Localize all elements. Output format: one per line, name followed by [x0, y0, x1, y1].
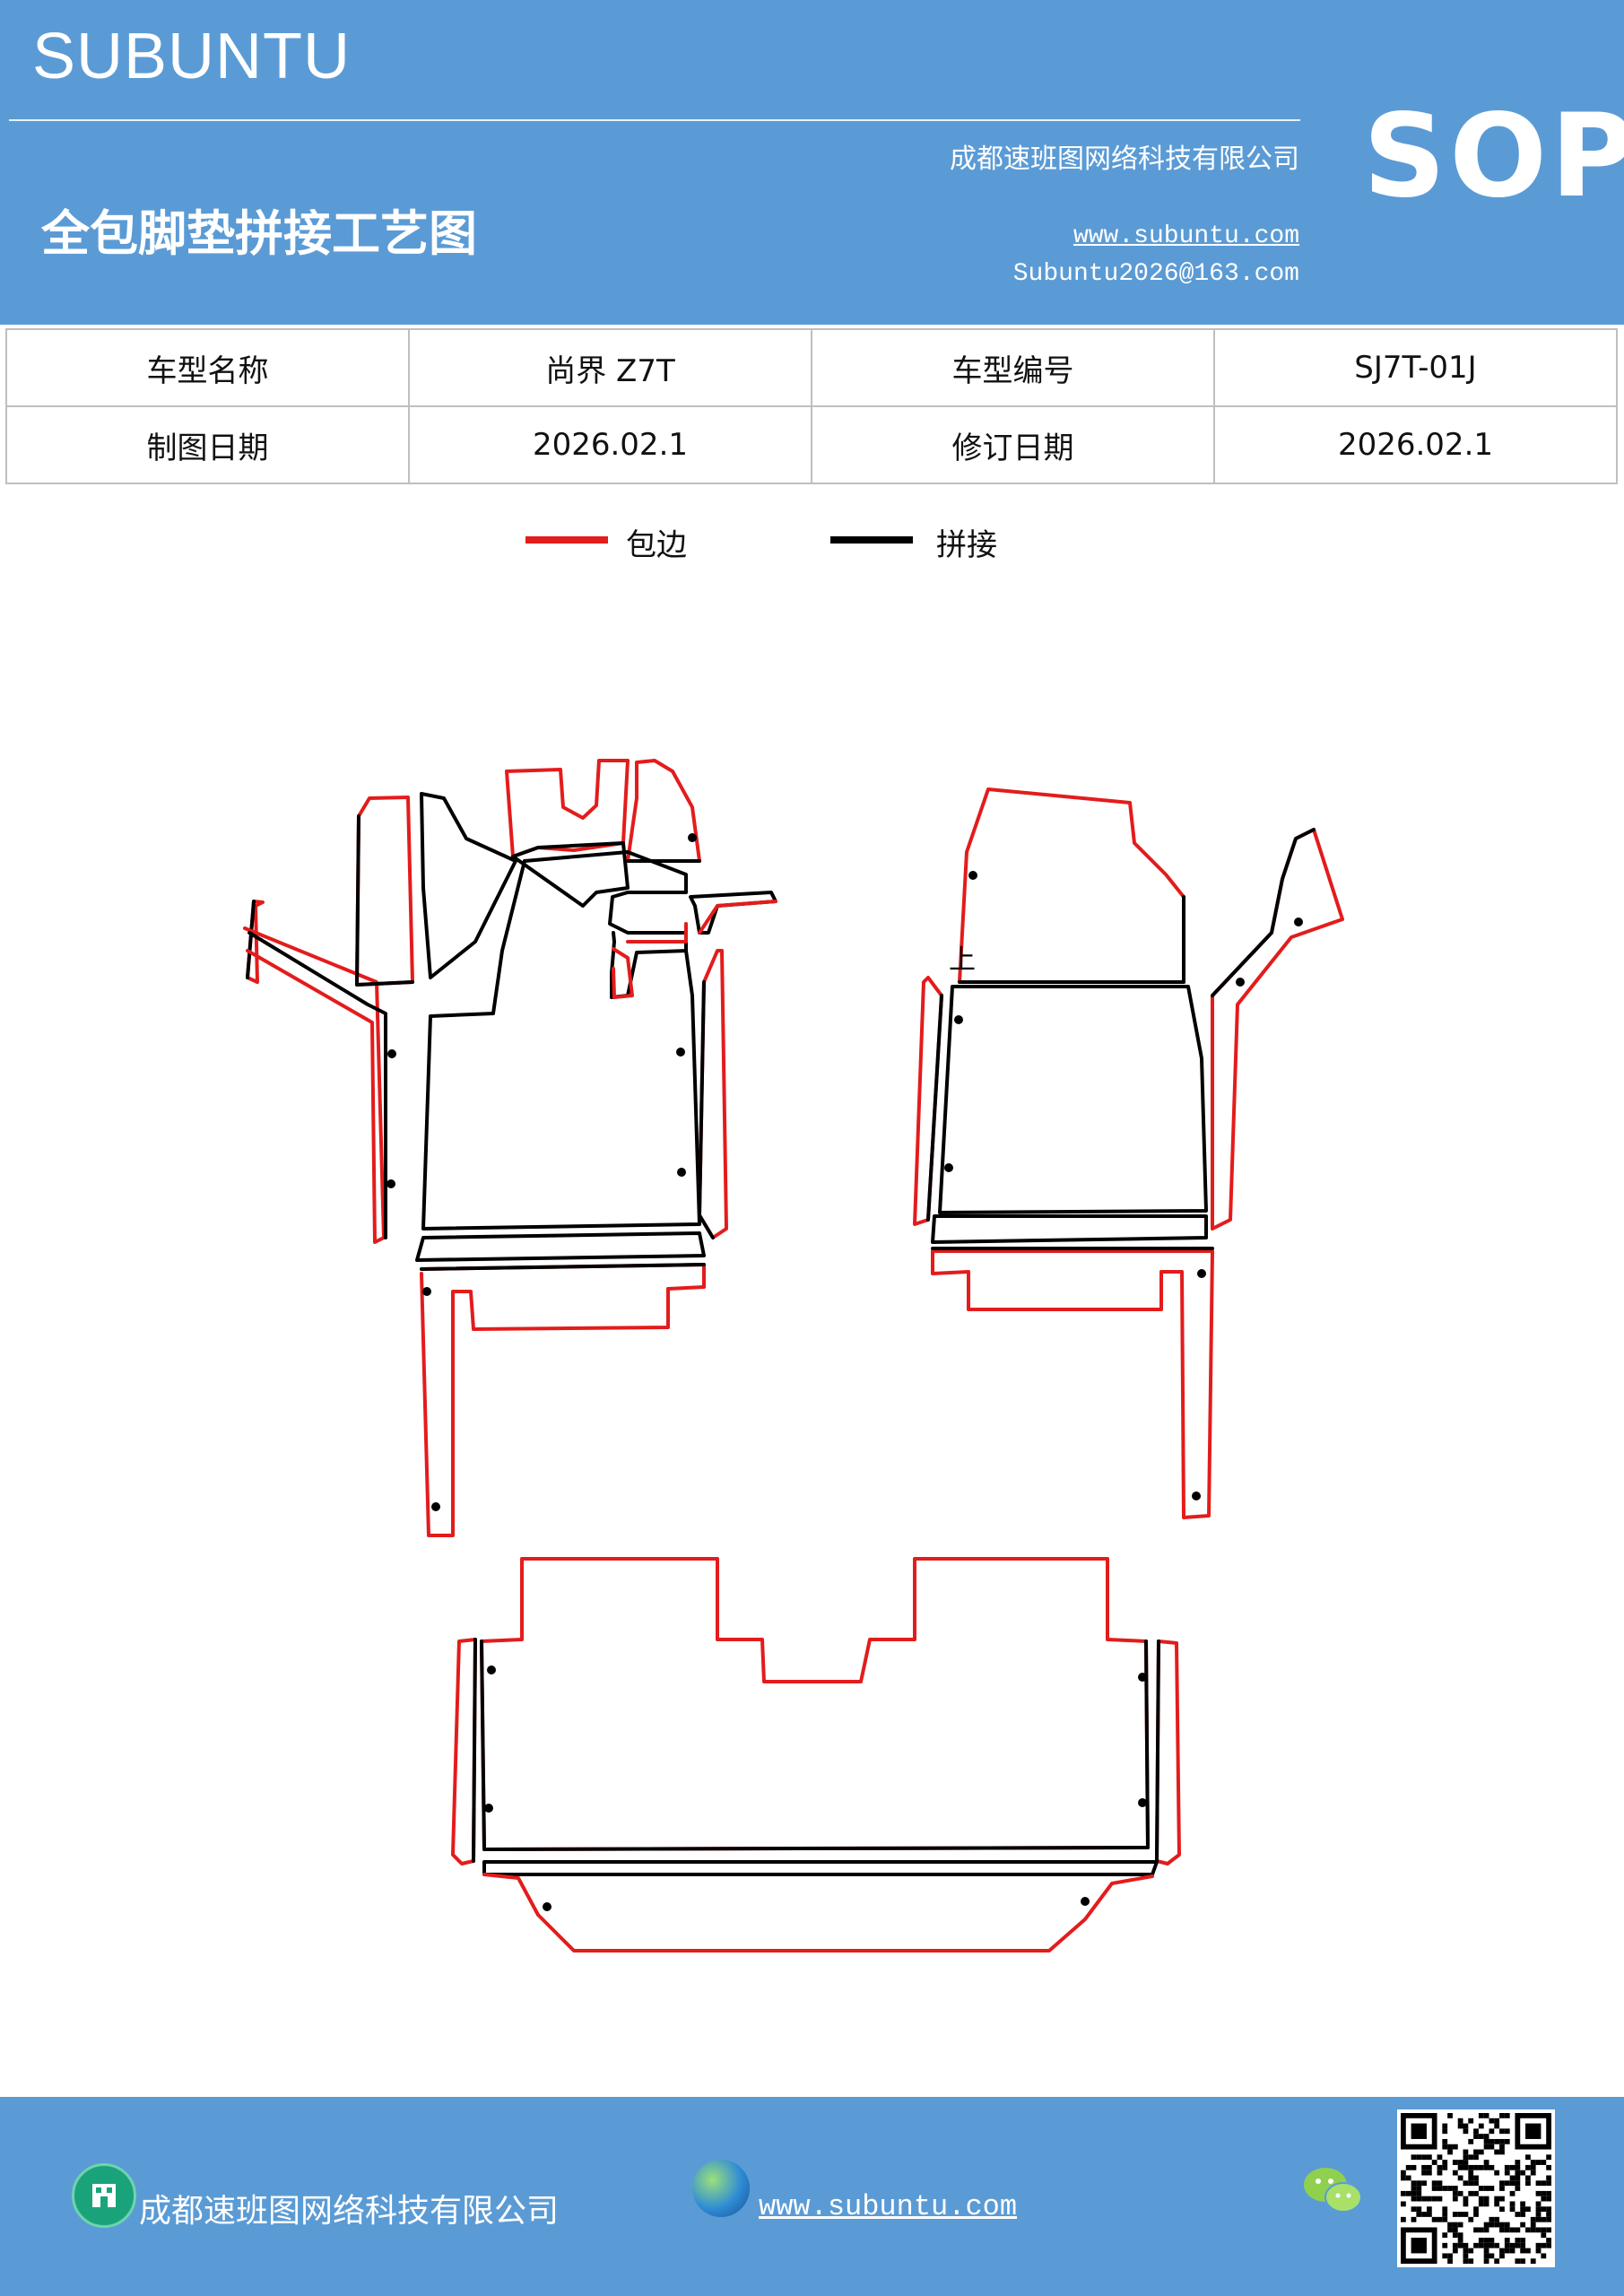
mat-piece-outline — [482, 1860, 1159, 1876]
legend-label: 拼接 — [936, 527, 997, 563]
mat-piece-outline — [689, 891, 777, 935]
fastener-dot — [1294, 918, 1303, 926]
company-icon — [72, 2163, 136, 2228]
qr-code[interactable] — [1397, 2109, 1555, 2267]
footer-company-name: 成都速班图网络科技有限公司 — [139, 2193, 560, 2230]
table-cell: 2026.02.1 — [408, 405, 812, 484]
fastener-dot — [688, 833, 697, 842]
fastener-dot — [676, 1048, 685, 1057]
fastener-dot — [677, 1168, 686, 1177]
mat-piece-outline — [420, 1263, 706, 1271]
mat-piece-outline — [243, 926, 386, 1244]
table-cell: 修订日期 — [811, 405, 1215, 484]
email-address: Subuntu2026@163.com — [1012, 260, 1299, 288]
mat-piece-outline — [698, 900, 777, 935]
table-cell: 2026.02.1 — [1213, 405, 1618, 484]
fastener-dot — [968, 871, 977, 880]
table-cell: 尚界 Z7T — [408, 328, 812, 407]
header-divider — [9, 119, 1300, 121]
mat-piece-outline — [451, 1638, 477, 1866]
company-name: 成都速班图网络科技有限公司 — [950, 144, 1299, 175]
mat-piece-outline — [931, 1249, 1214, 1519]
fastener-dot — [1236, 978, 1245, 987]
mat-piece-outline — [938, 985, 1208, 1214]
mat-piece-outline — [355, 814, 414, 987]
legend-item-seam: 拼接 — [830, 520, 1046, 574]
fastener-dot — [386, 1179, 395, 1188]
legend-label: 包边 — [626, 527, 687, 563]
mat-piece-outline — [246, 900, 256, 979]
mat-piece-outline — [480, 1639, 1150, 1851]
header-banner: SUBUNTU 成都速班图网络科技有限公司 全包脚垫拼接工艺图 www.subu… — [0, 0, 1624, 325]
website-link[interactable]: www.subuntu.com — [1073, 222, 1299, 250]
fastener-dot — [422, 1287, 431, 1296]
mat-piece-outline — [523, 850, 688, 999]
mat-piece-outline — [626, 922, 688, 944]
mat-piece-outline — [1155, 1639, 1160, 1863]
fastener-dot — [944, 1163, 953, 1172]
fastener-dot — [543, 1902, 551, 1911]
fastener-dot — [954, 1015, 963, 1024]
fastener-dot — [484, 1804, 493, 1813]
table-cell: 车型名称 — [5, 328, 410, 407]
footer-website-link[interactable]: www.subuntu.com — [759, 2190, 1018, 2223]
wechat-icon — [1304, 2168, 1362, 2213]
mat-piece-outline — [248, 931, 387, 1239]
mat-piece-outline — [1155, 1639, 1181, 1866]
orientation-mark: 上 — [949, 944, 976, 976]
mat-piece-outline — [958, 787, 1185, 984]
mat-piece-outline — [421, 859, 701, 1231]
mat-piece-outline — [913, 976, 943, 1226]
table-row: 车型名称 尚界 Z7T 车型编号 SJ7T-01J — [5, 328, 1618, 407]
table-row: 制图日期 2026.02.1 修订日期 2026.02.1 — [5, 405, 1618, 484]
mat-piece-outline — [926, 994, 943, 1222]
mat-piece-outline — [931, 1214, 1208, 1244]
legend-swatch-black — [830, 536, 913, 544]
mat-piece-outline — [420, 1263, 706, 1537]
vehicle-info-table: 车型名称 尚界 Z7T 车型编号 SJ7T-01J 制图日期 2026.02.1… — [5, 328, 1618, 484]
brand-name: SUBUNTU — [32, 21, 352, 92]
table-cell: 制图日期 — [5, 405, 410, 484]
fastener-dot — [1192, 1492, 1201, 1500]
fastener-dot — [1138, 1798, 1147, 1807]
table-cell: 车型编号 — [811, 328, 1215, 407]
footer-banner: 成都速班图网络科技有限公司 www.subuntu.com — [0, 2097, 1624, 2296]
fastener-dot — [387, 1049, 396, 1058]
legend-item-edging: 包边 — [525, 520, 741, 574]
mat-piece-outline — [355, 796, 414, 987]
mat-piece-outline — [612, 947, 634, 999]
mat-piece-outline — [415, 1231, 706, 1262]
fastener-dot — [487, 1665, 496, 1674]
mat-piece-outline — [626, 759, 701, 863]
fastener-dot — [1197, 1269, 1206, 1278]
table-cell: SJ7T-01J — [1213, 328, 1618, 407]
document-title: 全包脚垫拼接工艺图 — [41, 204, 477, 262]
mat-piece-outline — [420, 792, 517, 979]
mat-piece-outline — [1211, 828, 1344, 1231]
mat-piece-outline — [1211, 828, 1316, 997]
legend-swatch-red — [525, 536, 608, 544]
fastener-dot — [431, 1502, 440, 1511]
mat-piece-outline — [480, 1557, 1150, 1851]
globe-icon — [692, 2160, 750, 2217]
mat-piece-outline — [472, 1638, 477, 1863]
floor-mat-diagram: 上 — [243, 759, 1344, 1952]
fastener-dot — [1081, 1897, 1090, 1906]
fastener-dot — [1138, 1673, 1147, 1682]
mat-piece-outline — [958, 895, 1185, 984]
mat-piece-outline — [698, 980, 715, 1239]
mat-piece-outline — [511, 841, 630, 908]
mat-piece-outline — [482, 1873, 1154, 1952]
sop-badge: SOP — [1363, 90, 1624, 223]
